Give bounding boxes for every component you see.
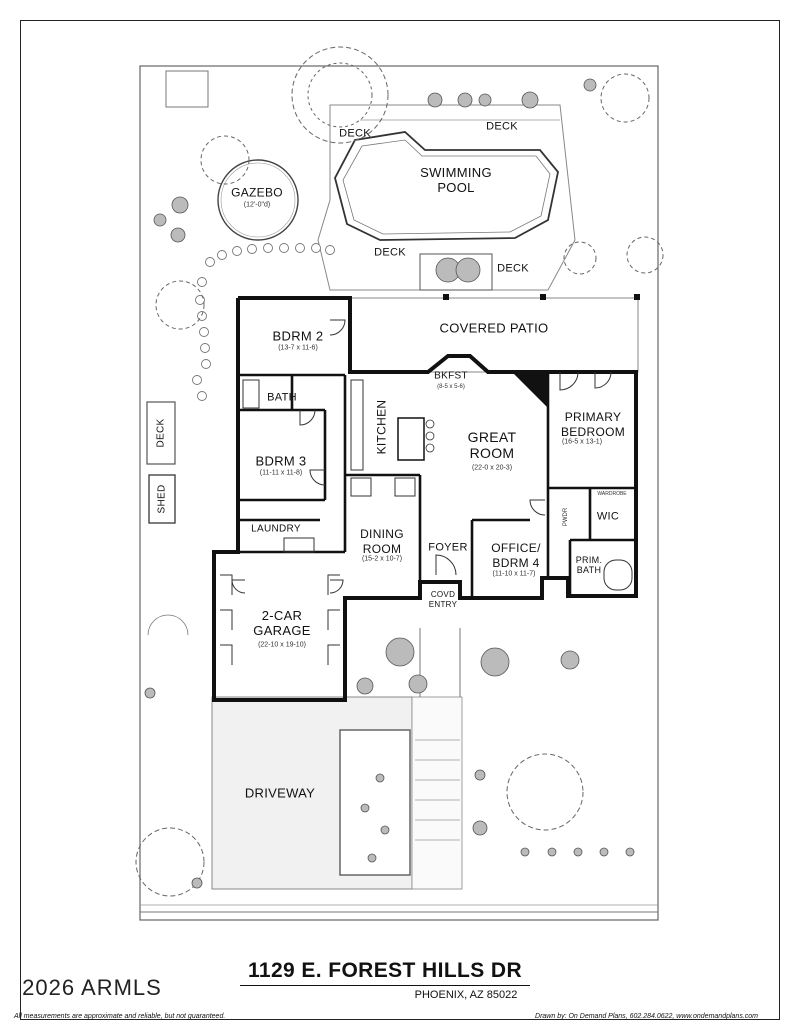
garage-label: 2-CAR GARAGE (253, 608, 311, 638)
bdrm2-label: BDRM 2 (272, 328, 324, 344)
dining-room-label: DINING ROOM (360, 527, 404, 556)
bar-stools (425, 419, 435, 453)
tree-canopy (155, 280, 205, 330)
great-room-dimension: (22-0 x 20-3) (471, 464, 513, 472)
tree-canopy (200, 135, 250, 185)
deck-label-bottom-left: DECK (374, 246, 406, 259)
stepping-stones (192, 243, 335, 401)
deck-planter (419, 253, 493, 291)
planter-box (339, 729, 411, 876)
walkway-steps (415, 739, 460, 841)
bathtub (242, 379, 260, 409)
primary-bedroom-label: PRIMARY BEDROOM (560, 410, 626, 439)
bdrm3-dimension: (11-11 x 11-8) (259, 469, 303, 477)
tree-canopy (600, 73, 650, 123)
bdrm3-label: BDRM 3 (255, 453, 307, 469)
drawn-by-credit: Drawn by: On Demand Plans, 602.284.0622,… (535, 1013, 758, 1020)
side-deck (146, 401, 176, 465)
tree-canopy (563, 241, 597, 275)
bkfst-label: BKFST (434, 370, 468, 382)
door-swings (231, 319, 612, 594)
bkfst-dimension: (8-5 x 5-6) (437, 384, 465, 390)
pwdr-label: PWDR (563, 507, 569, 527)
office-dimension: (11-10 x 11-7) (492, 570, 536, 578)
address-underline (240, 985, 530, 986)
tree-canopy (135, 827, 205, 897)
gate-swing (147, 614, 189, 636)
bdrm2-dimension: (13-7 x 11-6) (278, 344, 318, 352)
side-gate (165, 70, 209, 108)
prim-tub (603, 559, 633, 591)
garage-doors (220, 574, 340, 665)
bath-label: BATH (267, 391, 297, 404)
office-label: OFFICE/ BDRM 4 (491, 541, 541, 570)
tree-canopy (506, 753, 584, 831)
fireplace (512, 372, 548, 408)
lot-boundary (139, 65, 659, 921)
swimming-pool (334, 131, 559, 241)
shed-label: SHED (156, 484, 168, 514)
pool-label: SWIMMING POOL (420, 165, 492, 195)
deck-label-top-left: DECK (339, 127, 371, 140)
tree-canopy (626, 236, 664, 274)
dining-room-dimension: (15-2 x 10-7) (361, 555, 403, 563)
driveway-label: DRIVEWAY (244, 785, 316, 801)
disclaimer: All measurements are approximate and rel… (14, 1013, 226, 1020)
great-room-label: GREAT ROOM (467, 429, 517, 461)
patio-posts (443, 294, 640, 300)
gazebo-dimension: (12'-0"d) (243, 201, 271, 209)
deck-label-top-right: DECK (486, 120, 518, 133)
walkway-paving (411, 696, 463, 890)
trees (135, 46, 664, 897)
shrubs (144, 78, 635, 889)
garage-dimension: (22-10 x 19-10) (258, 641, 306, 649)
shed (148, 474, 176, 524)
covered-patio-label: COVERED PATIO (439, 320, 549, 336)
interior-walls (214, 372, 636, 598)
kitchen-counter (350, 379, 364, 471)
tree-canopy (291, 46, 389, 144)
gazebo-label: GAZEBO (231, 185, 283, 200)
wic-label: WIC (596, 510, 620, 523)
laundry-label: LAUNDRY (251, 523, 301, 535)
dining-hutch (350, 477, 372, 497)
property-address: 1129 E. FOREST HILLS DR (247, 959, 523, 982)
plan-border (20, 20, 780, 1020)
prim-bath-label: PRIM. BATH (575, 555, 603, 575)
deck-label-bottom-right: DECK (497, 262, 529, 275)
kitchen-island (397, 417, 425, 461)
covd-entry-label: COVD ENTRY (428, 590, 458, 609)
wardrobe-label: WARDROBE (597, 491, 627, 497)
kitchen-label: KITCHEN (374, 399, 389, 455)
foyer-label: FOYER (428, 541, 468, 554)
laundry-machines (283, 537, 315, 553)
primary-bedroom-dimension: (16-5 x 13-1) (561, 438, 603, 446)
city-state: PHOENIX, AZ 85022 (414, 989, 518, 1001)
copyright-watermark: 2026 ARMLS (22, 975, 162, 1000)
side-deck-label: DECK (155, 418, 167, 448)
